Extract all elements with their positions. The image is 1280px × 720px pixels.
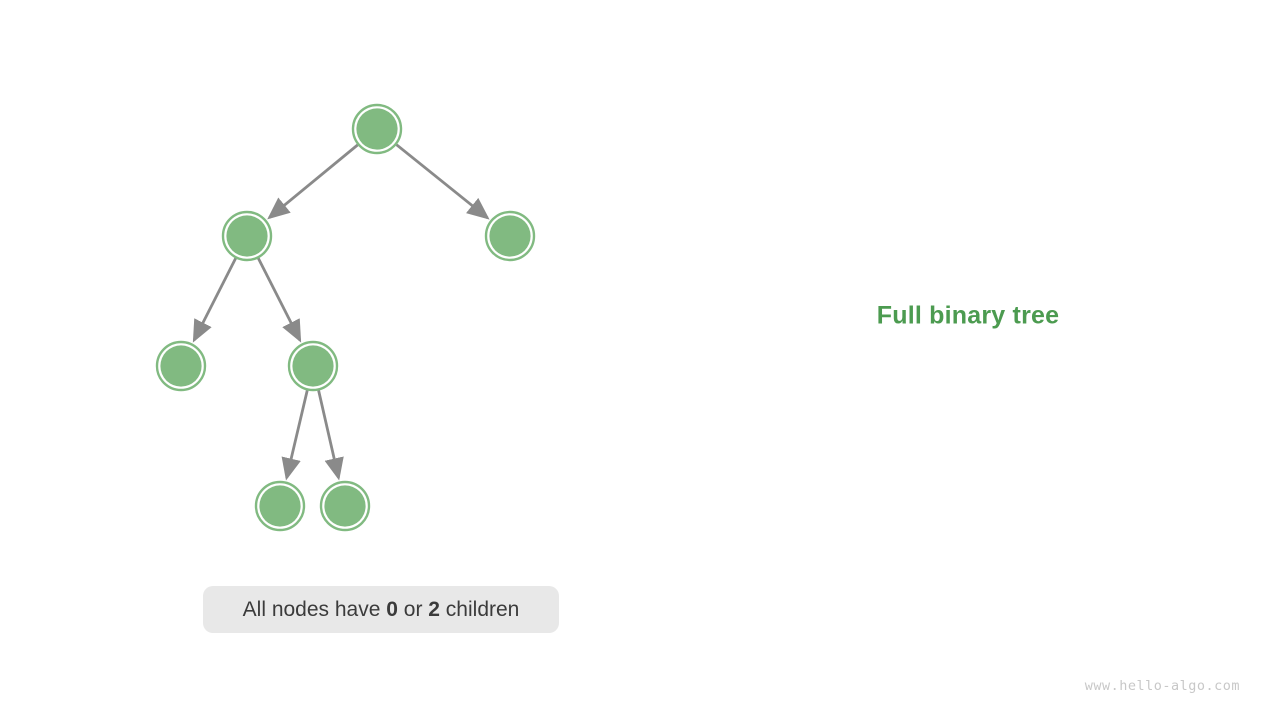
tree-node-fill [226, 215, 268, 257]
tree-node-fill [259, 485, 301, 527]
caption-bold-number: 2 [428, 597, 440, 621]
tree-node [287, 340, 339, 392]
tree-node [155, 340, 207, 392]
tree-edge [281, 390, 309, 481]
tree-node-fill [356, 108, 398, 150]
tree-edge [267, 143, 359, 220]
tree-node-fill [160, 345, 202, 387]
tree-node [319, 480, 371, 532]
caption-text-run: All nodes have [242, 597, 387, 621]
tree-node [254, 480, 306, 532]
watermark: www.hello-algo.com [1084, 678, 1240, 694]
tree-edge [317, 390, 344, 481]
tree-edge [192, 257, 237, 343]
tree-node [351, 103, 403, 155]
tree-node-fill [292, 345, 334, 387]
caption-box: All nodes have 0 or 2 children [203, 586, 559, 633]
caption-text-run: or [397, 597, 429, 621]
diagram-title: Full binary tree [876, 301, 1060, 330]
tree-node [484, 210, 536, 262]
tree-node-fill [324, 485, 366, 527]
caption-text: All nodes have 0 or 2 children [243, 598, 520, 622]
tree-edge [257, 257, 302, 343]
caption-bold-number: 0 [386, 597, 398, 621]
tree-node [221, 210, 273, 262]
tree-node-fill [489, 215, 531, 257]
caption-text-run: children [439, 597, 520, 621]
tree-edge [395, 143, 490, 220]
